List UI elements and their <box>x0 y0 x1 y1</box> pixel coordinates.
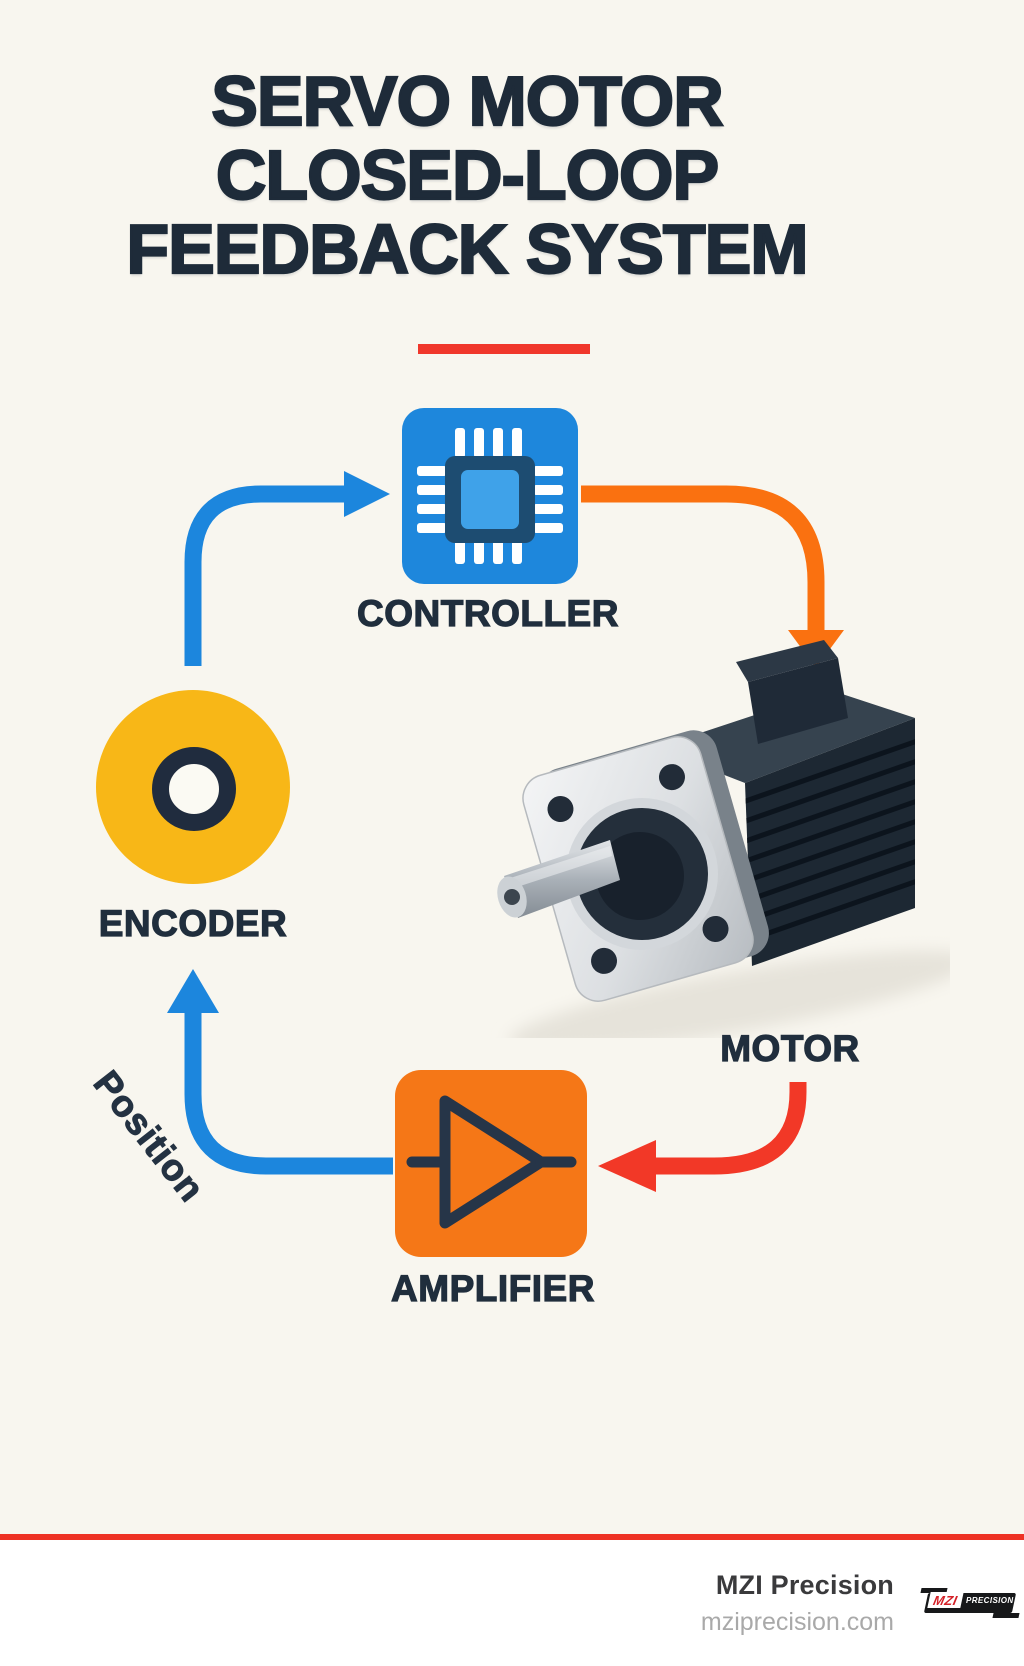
title-line-3: FEEDBACK SYSTEM <box>125 210 809 288</box>
amplifier-icon <box>406 1095 577 1229</box>
footer <box>0 1540 1024 1666</box>
motor-connector-front <box>748 658 848 744</box>
motor-to-amplifier-arrow <box>598 1082 807 1192</box>
amplifier-to-encoder-arrow <box>167 969 393 1175</box>
controller-node <box>402 408 578 584</box>
servo-motor-illustration <box>497 640 950 1038</box>
mzi-precision-logo: MZI PRECISION <box>920 1588 1020 1618</box>
logo-mzi-text: MZI <box>927 1592 964 1608</box>
brand-name: MZI Precision <box>715 1570 894 1600</box>
encoder-to-controller-arrow <box>184 471 390 666</box>
amplifier-label: AMPLIFIER <box>390 1267 595 1309</box>
encoder-disc-icon <box>152 747 236 831</box>
logo-step <box>992 1613 1020 1618</box>
amplifier-node <box>395 1070 587 1257</box>
title-line-1: SERVO MOTOR <box>210 62 725 140</box>
page-title: SERVO MOTOR CLOSED-LOOP FEEDBACK SYSTEM <box>0 62 979 288</box>
chip-icon <box>417 428 563 564</box>
encoder-node <box>96 690 290 884</box>
footer-rule <box>0 1534 1024 1540</box>
motor-label: MOTOR <box>720 1027 860 1069</box>
encoder-label: ENCODER <box>98 902 288 944</box>
controller-label: CONTROLLER <box>356 592 619 634</box>
website-url: mziprecision.com <box>700 1608 894 1636</box>
motor-connector-top <box>736 640 838 682</box>
logo-precision-text: PRECISION <box>966 1596 1014 1605</box>
title-divider <box>418 344 590 354</box>
title-line-2: CLOSED-LOOP <box>215 136 721 214</box>
